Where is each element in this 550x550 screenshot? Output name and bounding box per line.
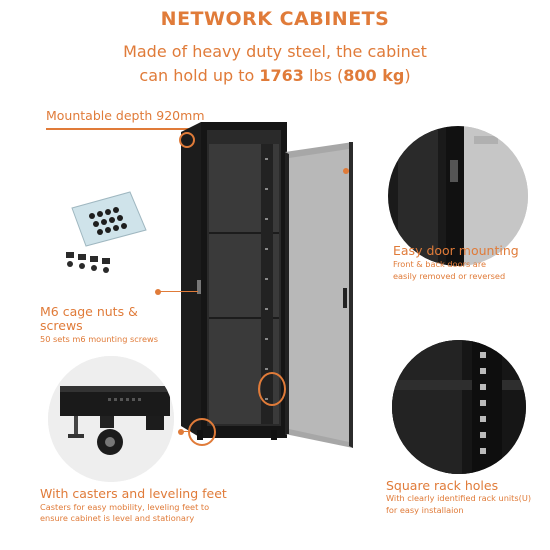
casters-image [48,356,174,482]
door-pointer [343,168,349,174]
cabinet-image [181,122,353,448]
door-title: Easy door mounting [393,243,519,258]
subtitle-line-1: Made of heavy duty steel, the cabinet [123,42,427,61]
depth-ring [179,132,195,148]
cage-nuts-line [158,291,198,292]
weight-lbs: 1763 [259,66,304,85]
rack-holes-image [392,340,526,474]
casters-title: With casters and leveling feet [40,486,227,501]
door-detail-1: Front & back doors are [393,259,487,269]
subtitle-mid: lbs ( [303,66,344,85]
cage-nuts-title-2: screws [40,318,83,333]
depth-value: 920 [156,108,181,123]
subtitle-line-2: can hold up to 1763 lbs (800 kg) [0,66,550,85]
rack-hole-ring [258,372,286,406]
door-mounting-image [388,126,528,266]
cage-nuts-pointer [155,289,161,295]
cage-nuts-image [44,170,154,280]
weight-kg: 800 kg [343,66,405,85]
casters-line [181,431,191,432]
depth-label-prefix: Mountable depth [46,108,157,123]
casters-detail-2: ensure cabinet is level and stationary [40,513,195,523]
door-detail-2: easily removed or reversed [393,271,506,281]
subtitle-suffix: ) [404,66,411,85]
rack-holes-detail-1: With clearly identified rack units(U) [386,493,532,503]
cage-nuts-detail: 50 sets m6 mounting screws [40,334,158,344]
casters-detail-1: Casters for easy mobility, leveling feet… [40,502,210,512]
caster-ring [188,418,216,446]
depth-divider [46,128,221,130]
cage-nuts-title-1: M6 cage nuts & [40,304,138,319]
depth-label: Mountable depth 920mm [46,108,205,123]
depth-unit: mm [180,108,205,123]
casters-pointer [178,429,184,435]
rack-holes-detail-2: for easy installaion [386,505,464,515]
rack-holes-title: Square rack holes [386,478,499,493]
subtitle-prefix: can hold up to [139,66,260,85]
page-title: NETWORK CABINETS [160,8,390,30]
